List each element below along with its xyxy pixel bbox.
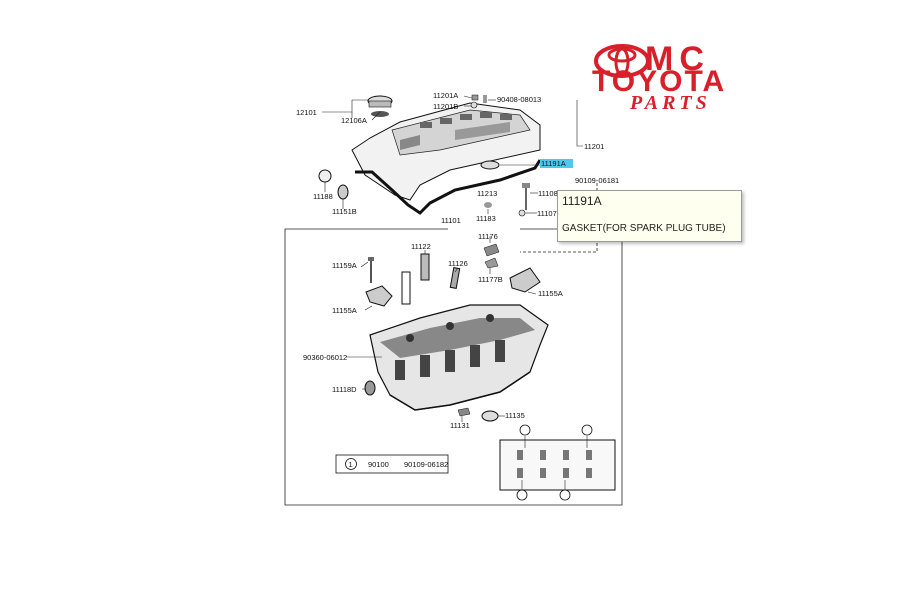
label-90109-06181[interactable]: 90109-06181: [575, 176, 619, 185]
label-11191A[interactable]: 11191A: [541, 159, 566, 168]
cylinder-head[interactable]: [369, 304, 549, 411]
label-11201A[interactable]: 11201A: [433, 91, 458, 100]
insulator-11176[interactable]: [483, 243, 500, 257]
label-11122[interactable]: 11122: [411, 242, 431, 251]
bolt-11108[interactable]: [522, 183, 530, 210]
cylinder-head-cover[interactable]: [351, 102, 541, 201]
label-11108[interactable]: 11108: [538, 189, 558, 198]
label-11155A-right[interactable]: 11155A: [538, 289, 563, 298]
washer-11201B[interactable]: [470, 101, 478, 109]
grommet-11201A[interactable]: [471, 94, 479, 101]
label-90360-06012[interactable]: 90360-06012: [303, 353, 347, 362]
plug-11135[interactable]: [481, 410, 499, 422]
washer-11107[interactable]: [518, 209, 526, 217]
stud-11159A[interactable]: [368, 257, 374, 283]
label-11118D[interactable]: 11118D: [332, 385, 357, 394]
spark-plug-tube-gasket[interactable]: [480, 160, 500, 170]
seal-11151B[interactable]: [337, 184, 349, 200]
plug-11188[interactable]: [318, 169, 332, 183]
label-11201B[interactable]: 11201B: [433, 102, 458, 111]
cylinder-head-gasket[interactable]: [499, 424, 616, 501]
label-11126[interactable]: 11126: [448, 259, 468, 268]
label-11151B[interactable]: 11151B: [332, 207, 357, 216]
oil-filler-cap[interactable]: [367, 95, 393, 117]
label-11176[interactable]: 11176: [478, 232, 498, 241]
kit-part-number: 90109-06182: [404, 460, 448, 469]
part-tooltip: 11191A GASKET(FOR SPARK PLUG TUBE): [557, 190, 742, 242]
label-11177B[interactable]: 11177B: [478, 275, 503, 284]
label-11135[interactable]: 11135: [505, 411, 525, 420]
cover-11155A-left[interactable]: [365, 285, 393, 307]
label-11201[interactable]: 11201: [584, 142, 604, 151]
part-11177B[interactable]: [484, 257, 499, 269]
kit-symbol: 1: [349, 460, 353, 469]
bolt-90408[interactable]: [483, 95, 487, 103]
label-11183[interactable]: 11183: [476, 214, 496, 223]
pipe-11126[interactable]: [449, 267, 461, 289]
label-12106A[interactable]: 12106A: [341, 116, 367, 125]
brand-logo: MC TOYOTA PARTS: [590, 42, 805, 117]
head-cover-gasket[interactable]: [355, 159, 542, 215]
tooltip-part-code: 11191A: [562, 194, 602, 208]
cover-11155A-right[interactable]: [509, 267, 541, 293]
label-11101[interactable]: 11101: [441, 216, 461, 225]
tooltip-part-description: GASKET(FOR SPARK PLUG TUBE): [562, 223, 726, 234]
label-90408[interactable]: 90408-08013: [497, 95, 541, 104]
pin-11131[interactable]: [457, 407, 471, 417]
logo-mc: MC: [645, 40, 710, 78]
label-11155A-left[interactable]: 11155A: [332, 306, 357, 315]
label-11131[interactable]: 11131: [450, 421, 470, 430]
logo-toyota: TOYOTA: [592, 65, 727, 98]
seal-11118D[interactable]: [364, 380, 376, 396]
toyota-emblem-icon: [594, 44, 650, 78]
label-12101[interactable]: 12101: [296, 108, 317, 117]
label-11213[interactable]: 11213: [477, 189, 497, 198]
leader-lines: [322, 95, 588, 490]
pipe-11122[interactable]: [401, 253, 430, 305]
kit-table: 1 90100 90109-06182: [335, 454, 449, 474]
kit-code: 90100: [368, 460, 389, 469]
label-11188[interactable]: 11188: [313, 192, 333, 201]
logo-parts: PARTS: [630, 92, 711, 114]
label-11159A[interactable]: 11159A: [332, 261, 357, 270]
part-highlight: [540, 159, 573, 168]
plug-11183[interactable]: [484, 202, 492, 208]
label-11107[interactable]: 11107: [537, 209, 557, 218]
